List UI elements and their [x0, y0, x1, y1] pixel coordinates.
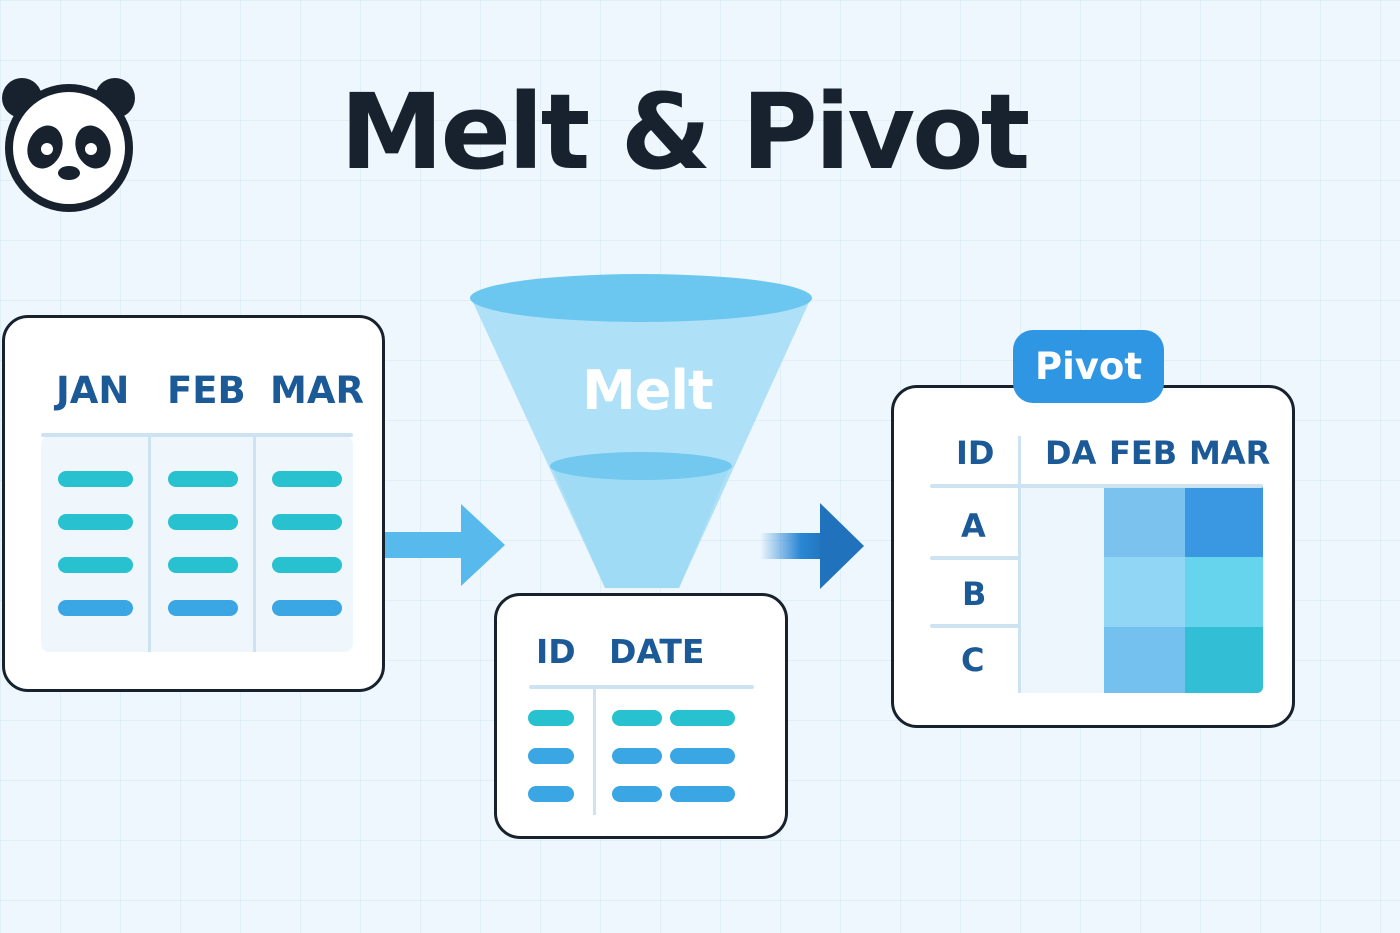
wide-table-cell-placeholder [168, 600, 238, 616]
long-table-cell-placeholder [612, 748, 662, 764]
pivot-row-label-c: C [961, 641, 985, 679]
wide-table-cell-placeholder [272, 471, 342, 487]
long-table-cell-placeholder [670, 786, 735, 802]
panda-nose-icon [58, 166, 80, 180]
long-table-header-divider [529, 685, 754, 689]
page-title: Melt & Pivot [340, 71, 1030, 193]
panda-face-icon [5, 84, 133, 212]
long-table-cell-placeholder [528, 748, 574, 764]
long-table-header-date: DATE [609, 632, 705, 671]
long-table-cell-placeholder [612, 786, 662, 802]
wide-table-cell-placeholder [272, 514, 342, 530]
long-table-cell-placeholder [528, 710, 574, 726]
wide-table-column-divider [148, 437, 151, 652]
long-table-header-id: ID [536, 632, 576, 671]
wide-table-header-divider [41, 433, 353, 437]
pivot-column-divider [1018, 436, 1021, 693]
pivot-cell [1020, 487, 1104, 693]
pivot-row-label-a: A [961, 507, 986, 545]
wide-table-cell-placeholder [168, 514, 238, 530]
pivot-header-id: ID [956, 434, 995, 472]
long-table-cell-placeholder [670, 748, 735, 764]
wide-table-cell-placeholder [168, 471, 238, 487]
pivot-row-divider [930, 624, 1020, 628]
wide-table-body [41, 436, 353, 652]
long-table-cell-placeholder [612, 710, 662, 726]
wide-table-cell-placeholder [272, 557, 342, 573]
pivot-heatmap-cell [1104, 627, 1185, 693]
wide-table-cell-placeholder [58, 471, 133, 487]
wide-table-cell-placeholder [168, 557, 238, 573]
wide-table-header-jan: JAN [56, 369, 130, 412]
pivot-header-da: DA [1045, 434, 1097, 472]
arrow-right-icon [385, 504, 505, 586]
long-table-cell-placeholder [670, 710, 735, 726]
pivot-row-divider [930, 556, 1020, 560]
wide-table-cell-placeholder [58, 600, 133, 616]
funnel-label: Melt [582, 359, 714, 422]
wide-table-column-divider [253, 437, 256, 652]
pivot-heatmap-cell [1185, 487, 1263, 557]
long-table-cell-placeholder [528, 786, 574, 802]
pivot-row-label-b: B [962, 575, 987, 613]
pivot-heatmap-cell [1104, 557, 1185, 627]
long-table-column-divider [593, 689, 596, 815]
pivot-heatmap-cell [1104, 487, 1185, 557]
pivot-badge: Pivot [1013, 330, 1164, 403]
wide-table-cell-placeholder [58, 557, 133, 573]
pivot-header-mar: MAR [1189, 434, 1271, 472]
wide-table-header-mar: MAR [270, 369, 364, 412]
pivot-heatmap-cell [1185, 627, 1263, 693]
panda-logo-icon [2, 78, 135, 212]
pivot-heatmap-cell [1185, 557, 1263, 627]
melt-funnel-icon [470, 274, 812, 588]
wide-table-cell-placeholder [58, 514, 133, 530]
pivot-header-feb: FEB [1109, 434, 1178, 472]
pivot-header-divider [930, 484, 1263, 488]
wide-table-cell-placeholder [272, 600, 342, 616]
wide-table-header-feb: FEB [167, 369, 246, 412]
arrow-right-icon [760, 503, 864, 589]
